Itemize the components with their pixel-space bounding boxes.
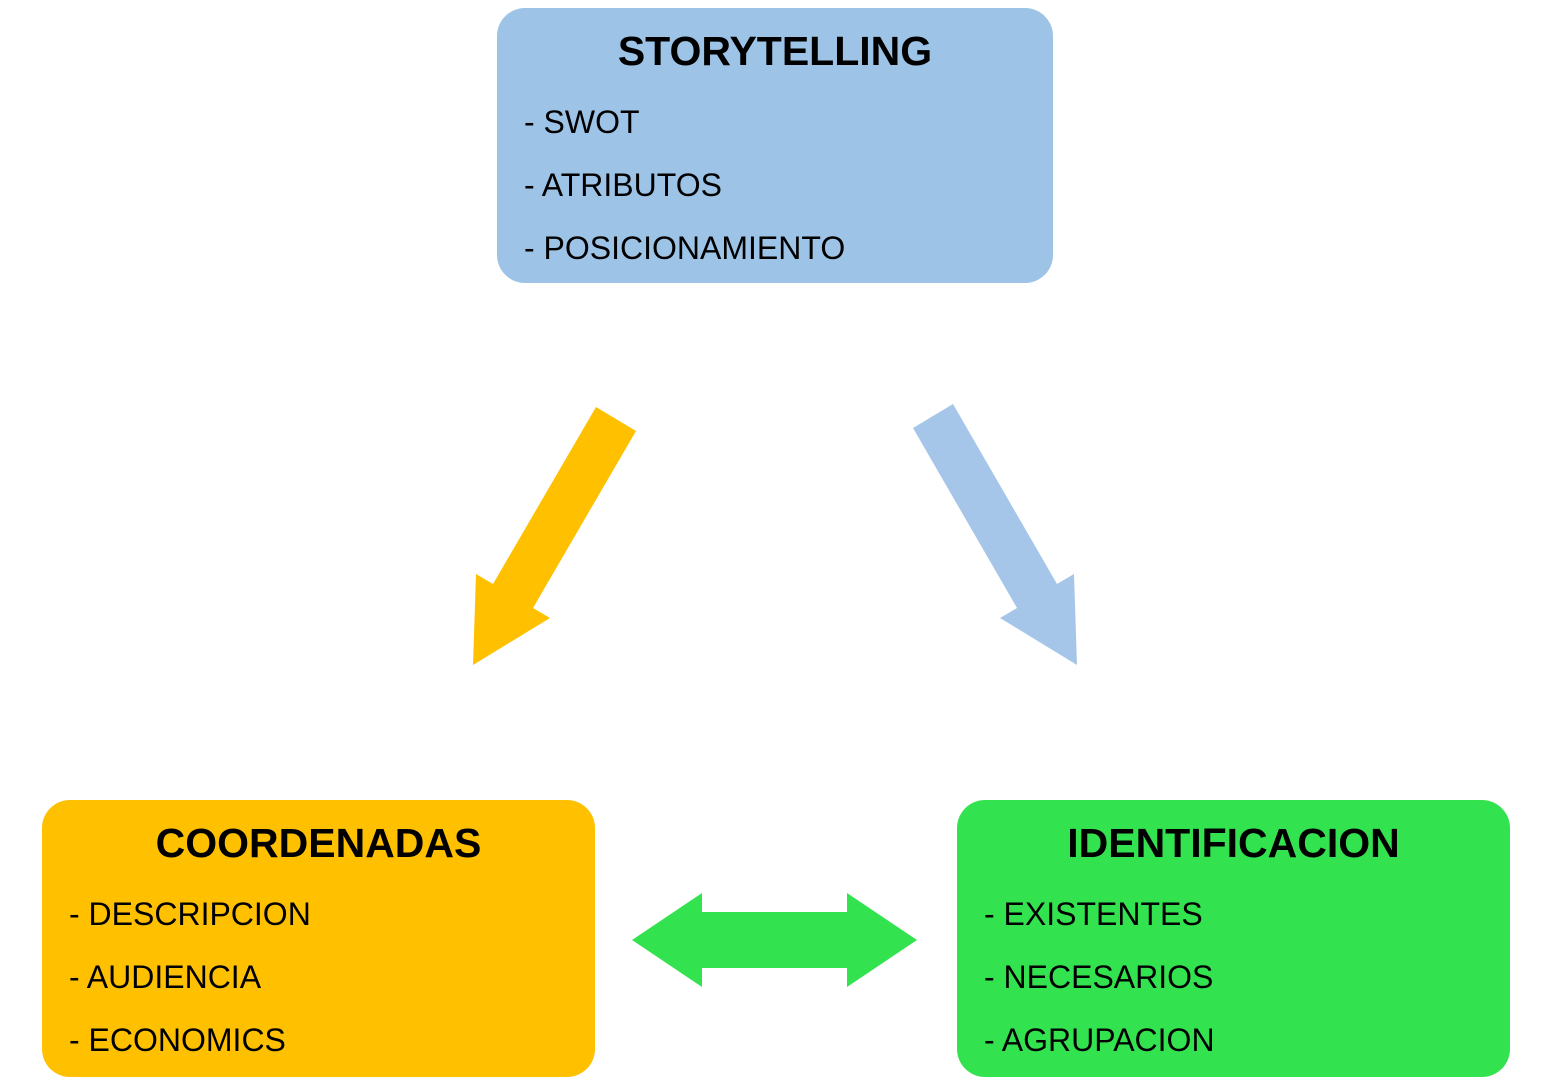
node-item: - ECONOMICS — [69, 1022, 286, 1059]
node-title: IDENTIFICACION — [1067, 820, 1400, 866]
node-item: - AUDIENCIA — [69, 959, 262, 996]
node-title: STORYTELLING — [617, 28, 933, 74]
node-item: - SWOT — [524, 104, 640, 141]
node-item: - EXISTENTES — [984, 896, 1203, 933]
node-coordenadas: COORDENADAS - DESCRIPCION - AUDIENCIA - … — [42, 800, 595, 1077]
node-item: - POSICIONAMIENTO — [524, 230, 846, 267]
node-items: - EXISTENTES - NECESARIOS - AGRUPACION — [957, 883, 1510, 1072]
node-item: - DESCRIPCION — [69, 896, 311, 933]
arrow-coordenadas-identificacion — [632, 893, 917, 987]
node-item: - ATRIBUTOS — [524, 167, 722, 204]
arrow-storytelling-to-coordenadas — [473, 407, 636, 665]
node-title: COORDENADAS — [155, 820, 482, 866]
arrow-storytelling-to-identificacion — [913, 404, 1077, 665]
node-item: - NECESARIOS — [984, 959, 1214, 996]
node-identificacion: IDENTIFICACION - EXISTENTES - NECESARIOS… — [957, 800, 1510, 1077]
node-items: - DESCRIPCION - AUDIENCIA - ECONOMICS — [42, 883, 595, 1072]
node-storytelling: STORYTELLING - SWOT - ATRIBUTOS - POSICI… — [497, 8, 1053, 283]
node-items: - SWOT - ATRIBUTOS - POSICIONAMIENTO — [497, 91, 1053, 280]
node-item: - AGRUPACION — [984, 1022, 1215, 1059]
